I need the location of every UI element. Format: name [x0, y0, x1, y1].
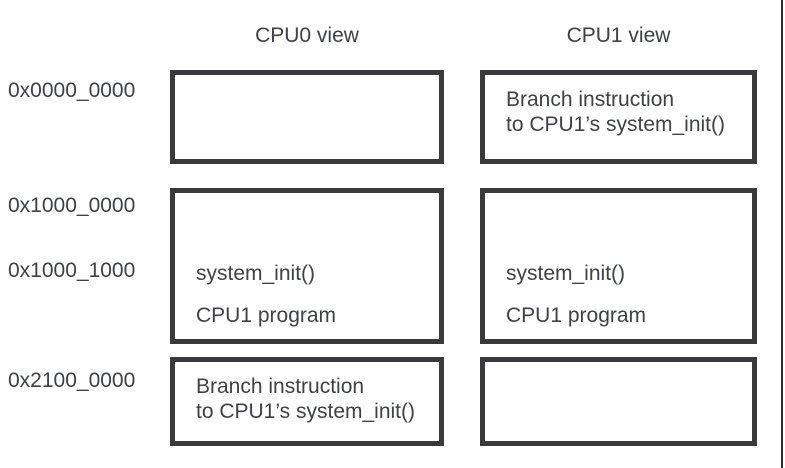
region-text-cpu1-program: CPU1 program [196, 304, 337, 327]
address-label-0x1000-1000: 0x1000_1000 [8, 259, 136, 282]
memory-region-cpu1-row1-branch: Branch instruction to CPU1’s system_init… [480, 70, 757, 164]
column-header-cpu0: CPU0 view [255, 24, 359, 47]
region-text-system-init: system_init() [506, 262, 626, 285]
region-text-branch-instruction: Branch instruction [196, 375, 365, 398]
address-label-0x0000-0000: 0x0000_0000 [8, 79, 136, 102]
region-text-branch-target: to CPU1’s system_init() [506, 113, 726, 136]
region-text-system-init: system_init() [196, 262, 316, 285]
memory-region-cpu1-row2-program: system_init() CPU1 program [480, 188, 757, 344]
region-text-branch-target: to CPU1’s system_init() [196, 400, 416, 423]
address-label-0x1000-0000: 0x1000_0000 [8, 194, 136, 217]
memory-region-cpu1-row3-empty [480, 357, 757, 446]
region-text-branch-instruction: Branch instruction [506, 88, 675, 111]
memory-region-cpu0-row3-branch: Branch instruction to CPU1’s system_init… [170, 357, 444, 446]
memory-region-cpu0-row2-program: system_init() CPU1 program [170, 188, 444, 344]
page-edge-line [781, 0, 783, 468]
memory-region-cpu0-row1-empty [170, 70, 444, 164]
region-text-cpu1-program: CPU1 program [506, 304, 647, 327]
column-header-cpu1: CPU1 view [566, 24, 671, 47]
address-label-0x2100-0000: 0x2100_0000 [8, 369, 136, 392]
